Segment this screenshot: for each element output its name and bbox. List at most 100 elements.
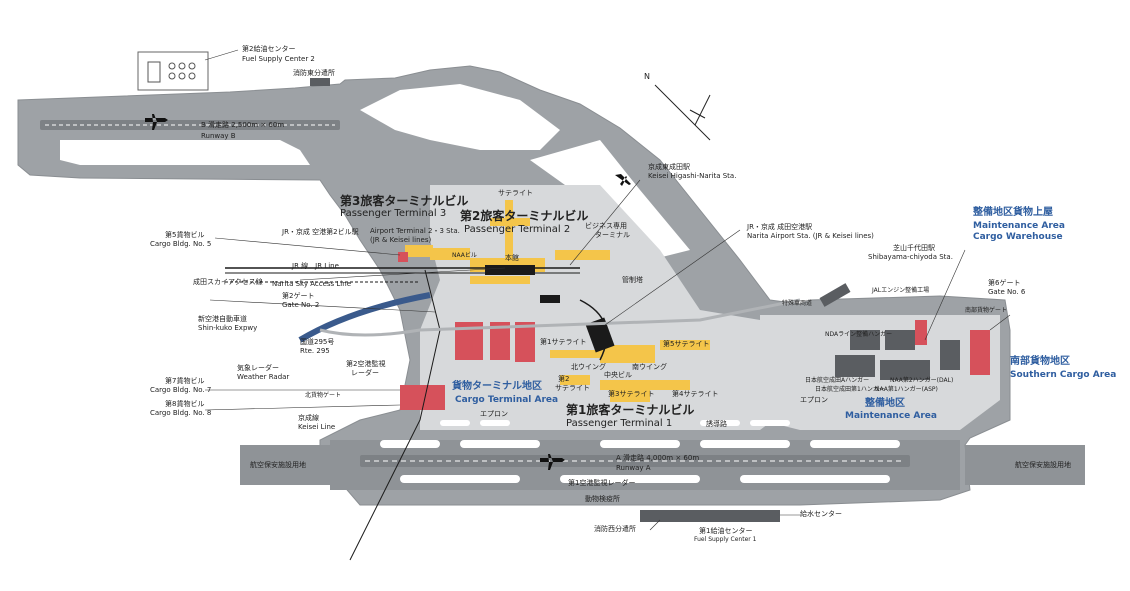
special-road-label: 特殊車両道 — [782, 300, 813, 307]
fire-west-label: 消防西分遣所 — [594, 525, 636, 533]
cargo-7-label-jp: 第7貨物ビル — [165, 377, 205, 385]
jr-t23-label-jp: JR・京成 空港第2ビル駅 — [282, 228, 359, 236]
maintenance-cargo-label-en1: Maintenance Area — [973, 221, 1065, 231]
hangar-nda-label: NDAライン整備ハンガー — [825, 331, 893, 338]
satellite-2-label-b: サテライト — [555, 384, 590, 392]
quarantine-label: 動物検疫所 — [585, 495, 620, 503]
business-terminal-label-jp1: ビジネス専用 — [585, 222, 627, 230]
narita-station-label-en: Narita Airport Sta. (JR & Keisei lines) — [747, 232, 874, 240]
apron-west-label: エプロン — [480, 410, 508, 418]
hangar-naa1-label: NAA第1ハンガー(ASP) — [875, 386, 938, 393]
terminal-3 — [405, 245, 433, 257]
terminal-1-label-en: Passenger Terminal 1 — [566, 418, 673, 429]
narita-station-label-jp: JR・京成 成田空港駅 — [747, 223, 813, 231]
cargo-8-label-jp: 第8貨物ビル — [165, 400, 205, 408]
fuel-supply-2-label-en: Fuel Supply Center 2 — [242, 55, 315, 63]
fuel-supply-1-label-en: Fuel Supply Center 1 — [694, 536, 757, 543]
leader-lines — [204, 49, 1011, 531]
jr-line-label: JR 線 JR Line — [292, 262, 339, 270]
fuel-supply-1-label-jp: 第1給油センター — [699, 527, 753, 535]
water-center-label: 給水センター — [800, 510, 842, 518]
maintenance-area-label-en: Maintenance Area — [845, 411, 937, 421]
sky-access-label-jp: 成田スカイアクセス線 — [193, 278, 263, 286]
satellite-1-label: 第1サテライト — [540, 338, 587, 346]
cargo-7-label-en: Cargo Bldg. No. 7 — [150, 386, 212, 394]
maintenance-area-label-jp: 整備地区 — [865, 398, 905, 409]
weather-radar-label-jp: 気象レーダー — [237, 364, 279, 372]
terminal-3-label-en: Passenger Terminal 3 — [340, 208, 447, 219]
asr2-label-jp1: 第2空港監視 — [346, 360, 386, 368]
south-wing-label: 南ウイング — [632, 363, 667, 371]
cargo-area-label-en: Cargo Terminal Area — [455, 395, 559, 405]
south-cargo-gate-label: 南部貨物ゲート — [965, 307, 1008, 314]
runway-b-label-en: Runway B — [201, 132, 236, 140]
asr2-label-jp2: レーダー — [351, 369, 379, 377]
rte-295-label-en: Rte. 295 — [300, 347, 330, 355]
compass-icon — [654, 84, 711, 141]
hangar-jal-label: JALエンジン整備工場 — [872, 287, 930, 294]
cargo-8-label-en: Cargo Bldg. No. 8 — [150, 409, 212, 417]
satellite-2-label-a: 第2 — [558, 375, 570, 383]
naa-building-label: NAAビル — [452, 252, 477, 259]
terminal-1-label-jp: 第1旅客ターミナルビル — [566, 403, 695, 417]
keisei-higashi-label-en: Keisei Higashi-Narita Sta. — [648, 172, 737, 180]
satellite-3-label: 第3サテライト — [608, 390, 655, 398]
sky-access-label-en: Narita Sky Access Line — [272, 280, 351, 288]
business-terminal-label-jp2: ターミナル — [595, 231, 630, 239]
shinkuko-label-en: Shin-kuko Expwy — [198, 324, 258, 332]
cargo-5-label-en: Cargo Bldg. No. 5 — [150, 240, 212, 248]
jr-t23-label-en2: (JR & Keisei lines) — [370, 236, 432, 244]
jr-t23-label-en1: Airport Terminal 2・3 Sta. — [370, 227, 460, 235]
satellite-label: サテライト — [498, 189, 533, 197]
runway-b — [40, 120, 340, 130]
weather-radar-label-en: Weather Radar — [237, 373, 290, 381]
hangar-ana-label: NAA第2ハンガー(DAL) — [890, 377, 954, 384]
gate-6-label-jp: 第6ゲート — [988, 279, 1021, 287]
taxiway-label: 誘導路 — [706, 420, 727, 428]
north-cargo-gate-label: 北貨物ゲート — [305, 392, 342, 399]
safety-land-west-label: 航空保安施設用地 — [250, 461, 306, 469]
station-t23 — [485, 265, 535, 275]
cargo-5-label-jp: 第5貨物ビル — [165, 231, 205, 239]
central-apron — [420, 185, 800, 430]
shibayama-label-jp: 芝山千代田駅 — [893, 244, 935, 252]
terminal-3-label-jp: 第3旅客ターミナルビル — [340, 194, 469, 208]
gate-2-label-en: Gate No. 2 — [282, 301, 320, 309]
southern-cargo-label-en: Southern Cargo Area — [1010, 370, 1117, 380]
jt-hangar-label: 日本航空成田Aハンガー — [805, 377, 870, 384]
shinkuko-label-jp: 新空港自動車道 — [198, 315, 247, 323]
control-tower-label: 管制塔 — [622, 276, 643, 284]
airplane-icon — [145, 114, 631, 470]
shibayama-label-en: Shibayama-chiyoda Sta. — [868, 253, 953, 261]
grass-north — [60, 140, 310, 165]
satellite-4-label: 第4サテライト — [672, 390, 719, 398]
terminal-1 — [550, 340, 710, 402]
route-295 — [319, 298, 801, 337]
north-wing-label: 北ウイング — [571, 363, 606, 371]
safety-land-east-label: 航空保安施設用地 — [1015, 461, 1071, 469]
terminal-2-label-en: Passenger Terminal 2 — [464, 224, 571, 235]
cargo-area-label-jp: 貨物ターミナル地区 — [452, 381, 542, 392]
safety-land-east — [965, 445, 1085, 485]
southern-cargo-buildings — [915, 320, 990, 375]
runway-a-label-jp: A 滑走路 4,000m × 60m — [616, 454, 700, 462]
keisei-higashi-label-jp: 京成東成田駅 — [648, 163, 690, 171]
asr1-label: 第1空港監視レーダー — [568, 479, 636, 487]
main-building-label: 本館 — [505, 254, 519, 262]
rte-295-label-jp: 国道295号 — [300, 338, 335, 346]
runway-b-label-jp: B 滑走路 2,500m × 60m — [201, 121, 285, 129]
maintenance-buildings — [310, 78, 960, 522]
shin-kuko-expressway — [298, 292, 431, 343]
grass-north-2 — [360, 84, 560, 150]
central-building-label: 中央ビル — [604, 371, 632, 379]
fire-east-label: 消防東分遣所 — [293, 69, 335, 77]
runway-a-label-en: Runway A — [616, 464, 651, 472]
safety-land-west — [240, 445, 350, 485]
satellite-5-label: 第5サテライト — [663, 340, 710, 348]
station-t3 — [540, 295, 560, 303]
terminal-2-label-jp: 第2旅客ターミナルビル — [460, 209, 589, 223]
compass-north-label: N — [644, 72, 650, 81]
fuel-supply-2-label-jp: 第2給油センター — [242, 45, 296, 53]
apron-east-label: エプロン — [800, 396, 828, 404]
